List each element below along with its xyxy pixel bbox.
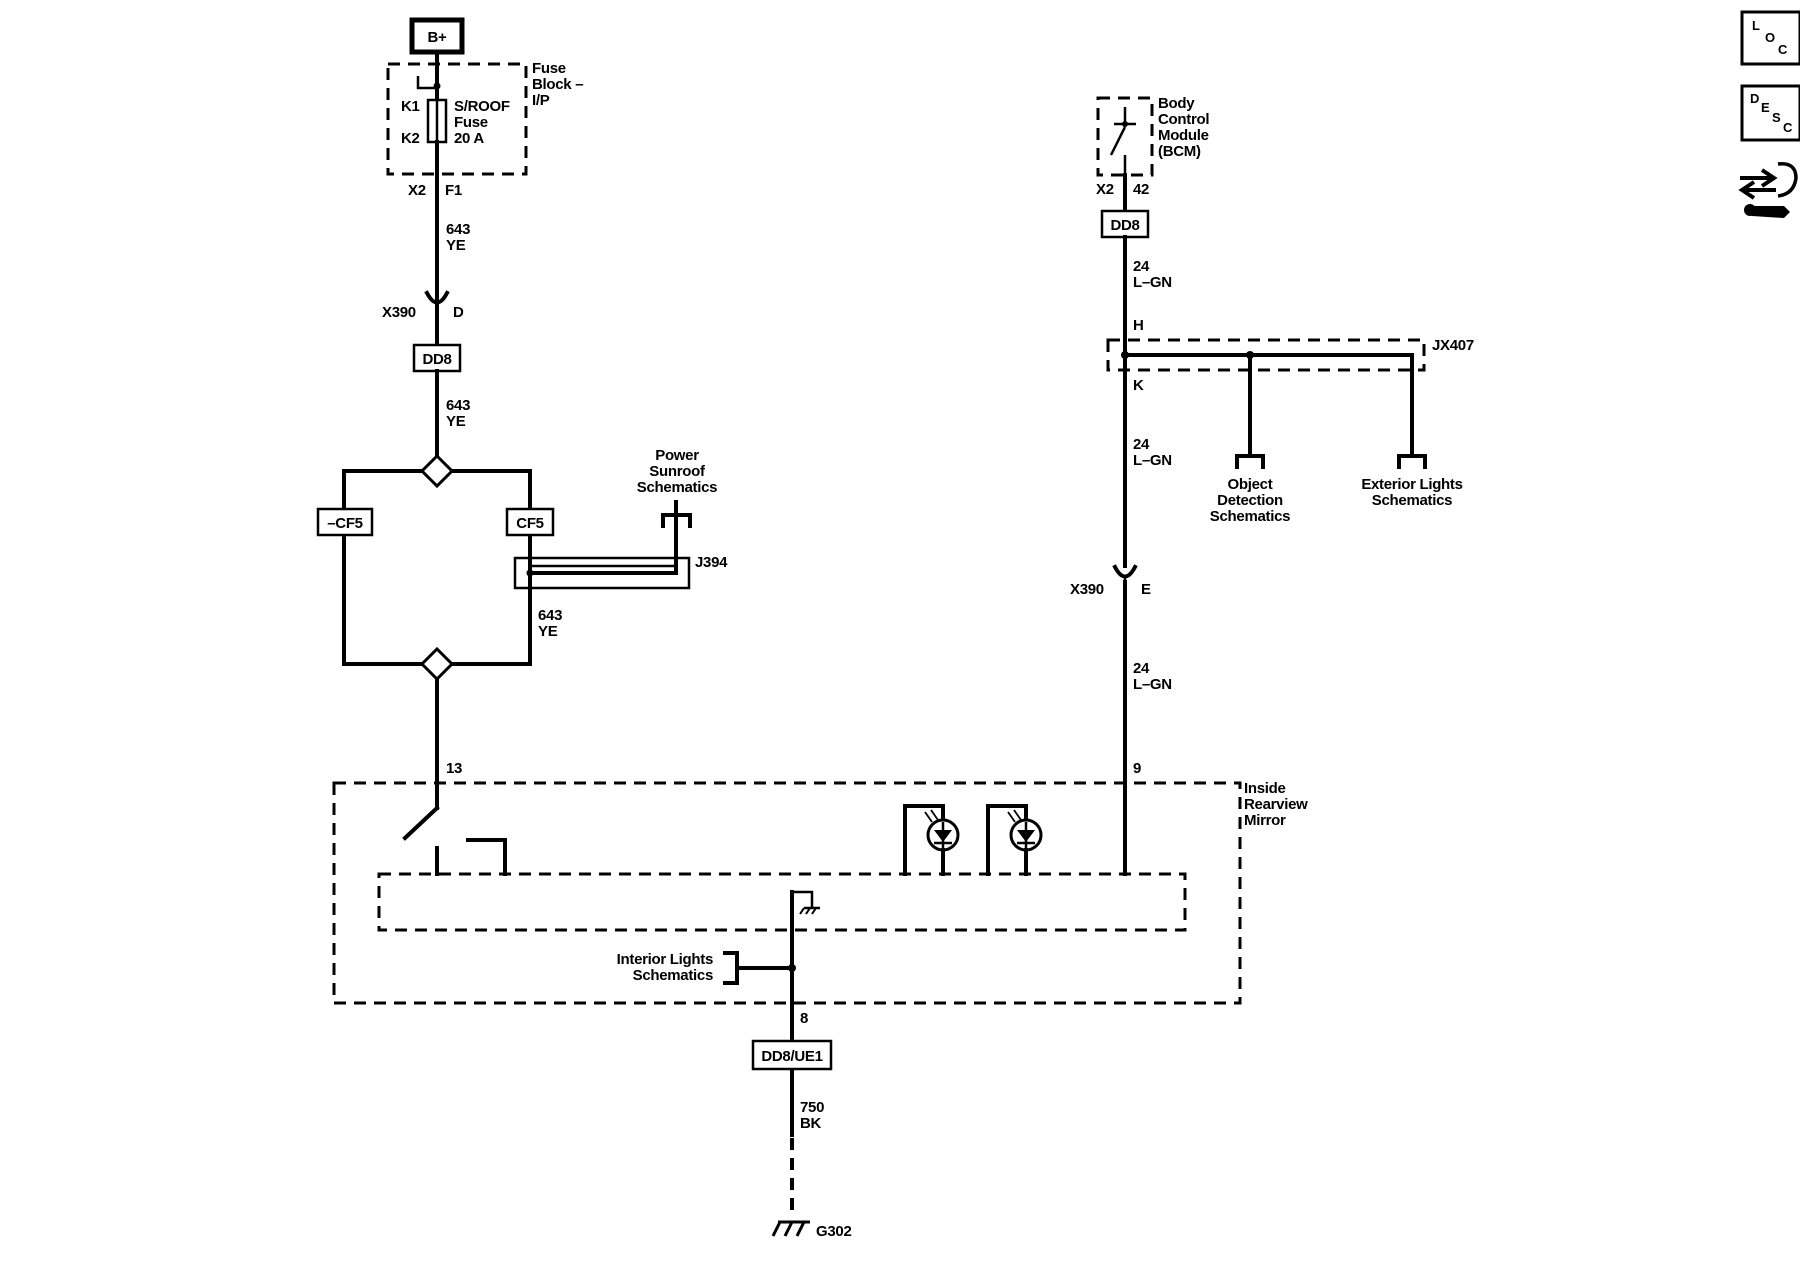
wire-750-color: BK: [800, 1115, 822, 1132]
fuse-k1: K1: [401, 98, 420, 115]
exterior-lights-ref-2: Schematics: [1372, 492, 1452, 509]
dd8-option-top-left: [412, 343, 462, 373]
mirror-pin-8: 8: [800, 1010, 808, 1027]
wire-24-num-1: 24: [1133, 258, 1150, 275]
x390-conn-left: X390: [382, 304, 416, 321]
dd8-label-bcm: DD8: [1110, 217, 1139, 234]
dd8-ue1-label: DD8/UE1: [761, 1048, 822, 1065]
wire-24-num-3: 24: [1133, 660, 1150, 677]
wire-643-num-3: 643: [538, 607, 562, 624]
svg-text:D: D: [1750, 91, 1759, 106]
splice-diamond-bottom: [419, 646, 455, 682]
wire-643-color-2: YE: [446, 413, 466, 430]
dd8-option-bcm: [1100, 209, 1150, 239]
dd8-ue1-option: [751, 1039, 833, 1071]
object-detection-ref-2: Detection: [1217, 492, 1283, 509]
cf5-option: [505, 507, 555, 537]
dd8-label-left: DD8: [422, 351, 451, 368]
bcm-label-1: Body: [1158, 95, 1195, 112]
jx407-label: JX407: [1432, 337, 1474, 354]
wire-643-color-1: YE: [446, 237, 466, 254]
wire-643-num-2: 643: [446, 397, 470, 414]
wire-24-color-2: L–GN: [1133, 452, 1172, 469]
mirror-pin-13: 13: [446, 760, 462, 777]
bcm-box: [1096, 96, 1154, 177]
bcm-label-2: Control: [1158, 111, 1209, 128]
ground-g302-label: G302: [816, 1223, 852, 1240]
wire-750-num: 750: [800, 1099, 824, 1116]
interior-lights-ref-2: Schematics: [633, 967, 713, 984]
j394-label: J394: [695, 554, 728, 571]
bcm-pin-42: 42: [1133, 181, 1149, 198]
svg-text:C: C: [1778, 42, 1788, 57]
svg-text:O: O: [1765, 30, 1775, 45]
mirror-label-3: Mirror: [1244, 812, 1286, 829]
bcm-label-3: Module: [1158, 127, 1209, 144]
svg-text:E: E: [1761, 100, 1770, 115]
x390-pin-d: D: [453, 304, 464, 321]
x390-pin-e: E: [1141, 581, 1151, 598]
fuse-block-box: [386, 62, 528, 176]
svg-text:S: S: [1772, 110, 1781, 125]
object-detection-ref-3: Schematics: [1210, 508, 1290, 525]
wire-24-color-3: L–GN: [1133, 676, 1172, 693]
jx407-splice-box: [1106, 338, 1426, 372]
mirror-pin-9: 9: [1133, 760, 1141, 777]
fuse-block-title-3: I/P: [532, 92, 550, 109]
splice-diamond-top: [419, 453, 455, 489]
fuse-name-1: S/ROOF: [454, 98, 510, 115]
cf5-minus-option: [316, 507, 374, 537]
wire-643-color-3: YE: [538, 623, 558, 640]
interior-lights-ref-1: Interior Lights: [617, 951, 713, 968]
mirror-label-1: Inside: [1244, 780, 1286, 797]
ground-g302-symbol: [771, 1220, 810, 1237]
bcm-label-4: (BCM): [1158, 143, 1201, 160]
power-sunroof-ref-2: Sunroof: [649, 463, 706, 480]
wire-24-color-1: L–GN: [1133, 274, 1172, 291]
wrench-arrows-icon[interactable]: [1738, 162, 1798, 218]
mirror-led-1: [903, 804, 960, 876]
svg-text:C: C: [1783, 120, 1793, 135]
object-detection-ref-1: Object: [1228, 476, 1273, 493]
cf5-label: CF5: [516, 515, 543, 532]
fuse-rating: 20 A: [454, 130, 484, 147]
fuse-block-title-1: Fuse: [532, 60, 566, 77]
battery-terminal: B+: [409, 17, 465, 55]
power-sunroof-ref-1: Power: [655, 447, 699, 464]
jx407-pin-h: H: [1133, 317, 1144, 334]
fuse-k2: K2: [401, 130, 420, 147]
desc-icon[interactable]: D E S C: [1740, 84, 1800, 142]
inside-rearview-mirror-box: [332, 781, 1242, 1005]
fuse-conn-x2: X2: [408, 182, 426, 199]
battery-label: B+: [428, 29, 448, 46]
x390-conn-right: X390: [1070, 581, 1104, 598]
wire-643-num-1: 643: [446, 221, 470, 238]
fuse-block-title-2: Block –: [532, 76, 583, 93]
mirror-label-2: Rearview: [1244, 796, 1308, 813]
loc-icon[interactable]: L O C: [1740, 10, 1800, 66]
j394-connector-box: [513, 556, 691, 590]
fuse-pin-f1: F1: [445, 182, 462, 199]
wire-24-num-2: 24: [1133, 436, 1150, 453]
jx407-pin-k: K: [1133, 377, 1144, 394]
mirror-internal-circuit: [377, 872, 1187, 932]
svg-text:L: L: [1752, 18, 1760, 33]
exterior-lights-ref-1: Exterior Lights: [1361, 476, 1462, 493]
bcm-conn-x2: X2: [1096, 181, 1114, 198]
power-sunroof-ref-3: Schematics: [637, 479, 717, 496]
cf5-minus-label: –CF5: [327, 515, 362, 532]
mirror-led-2: [986, 804, 1043, 876]
fuse-name-2: Fuse: [454, 114, 488, 131]
